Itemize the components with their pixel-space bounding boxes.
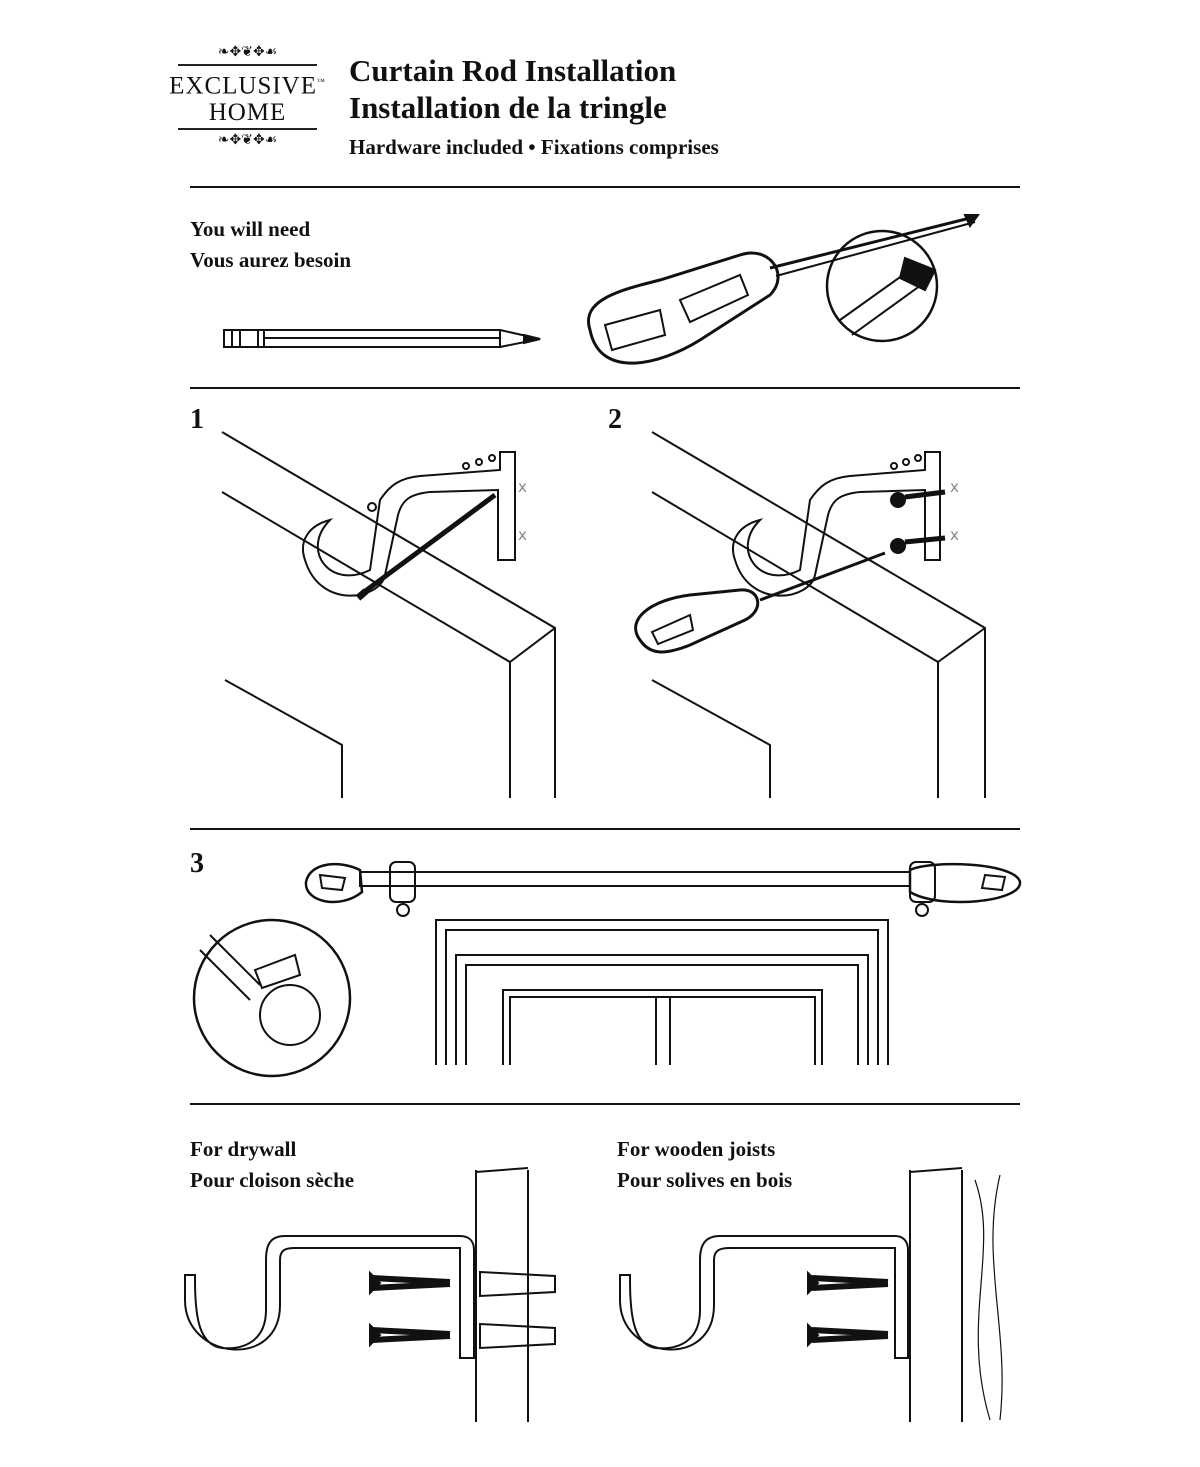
page-title: Curtain Rod Installation Installation de… — [349, 52, 676, 126]
step-1-number: 1 — [190, 404, 204, 435]
mark-x: x — [518, 478, 527, 496]
screwdriver-icon — [586, 214, 980, 365]
wooden-joist-illustration — [619, 1167, 1003, 1422]
ornament-bottom: ❧✥❦✥☙ — [217, 133, 278, 149]
mark-x: x — [518, 526, 527, 544]
drywall-label-en: For drywall — [190, 1137, 297, 1161]
logo-tm: ™ — [317, 77, 326, 86]
divider — [190, 186, 1020, 188]
title-fr: Installation de la tringle — [349, 90, 667, 125]
tools-label: You will need Vous aurez besoin — [190, 214, 351, 276]
detail-magnifier — [192, 918, 352, 1078]
divider — [190, 387, 1020, 389]
subtitle: Hardware included • Fixations comprises — [349, 135, 719, 160]
step-2-number: 2 — [608, 404, 622, 435]
pencil-icon — [223, 329, 541, 348]
drywall-label-fr: Pour cloison sèche — [190, 1168, 355, 1192]
subtitle-fr: Fixations comprises — [540, 135, 719, 159]
divider — [190, 828, 1020, 830]
step-3-illustration — [192, 861, 1022, 1078]
title-en: Curtain Rod Installation — [349, 53, 677, 88]
drywall-illustration — [184, 1167, 556, 1422]
logo-line1: EXCLUSIVE — [169, 72, 318, 100]
logo-rule — [178, 64, 317, 66]
drywall-label: For drywall Pour cloison sèche — [190, 1134, 354, 1196]
logo-rule — [178, 128, 317, 131]
bullet: • — [528, 135, 536, 159]
tools-label-en: You will need — [190, 217, 311, 241]
wood-label-fr: Pour solives en bois — [617, 1168, 793, 1192]
step-2-illustration — [634, 431, 986, 798]
divider — [190, 1103, 1020, 1105]
wood-label: For wooden joists Pour solives en bois — [617, 1134, 792, 1196]
logo-line2: HOME — [208, 99, 287, 127]
mark-x: x — [950, 526, 959, 544]
step-1-illustration — [221, 431, 556, 798]
tools-label-fr: Vous aurez besoin — [190, 248, 352, 272]
wood-label-en: For wooden joists — [617, 1137, 776, 1161]
brand-logo: ❧✥❦✥☙ EXCLUSIVE™ HOME ❧✥❦✥☙ — [160, 44, 335, 150]
step-3-number: 3 — [190, 848, 204, 879]
ornament-top: ❧✥❦✥☙ — [217, 45, 278, 60]
mark-x: x — [950, 478, 959, 496]
subtitle-en: Hardware included — [349, 135, 524, 159]
